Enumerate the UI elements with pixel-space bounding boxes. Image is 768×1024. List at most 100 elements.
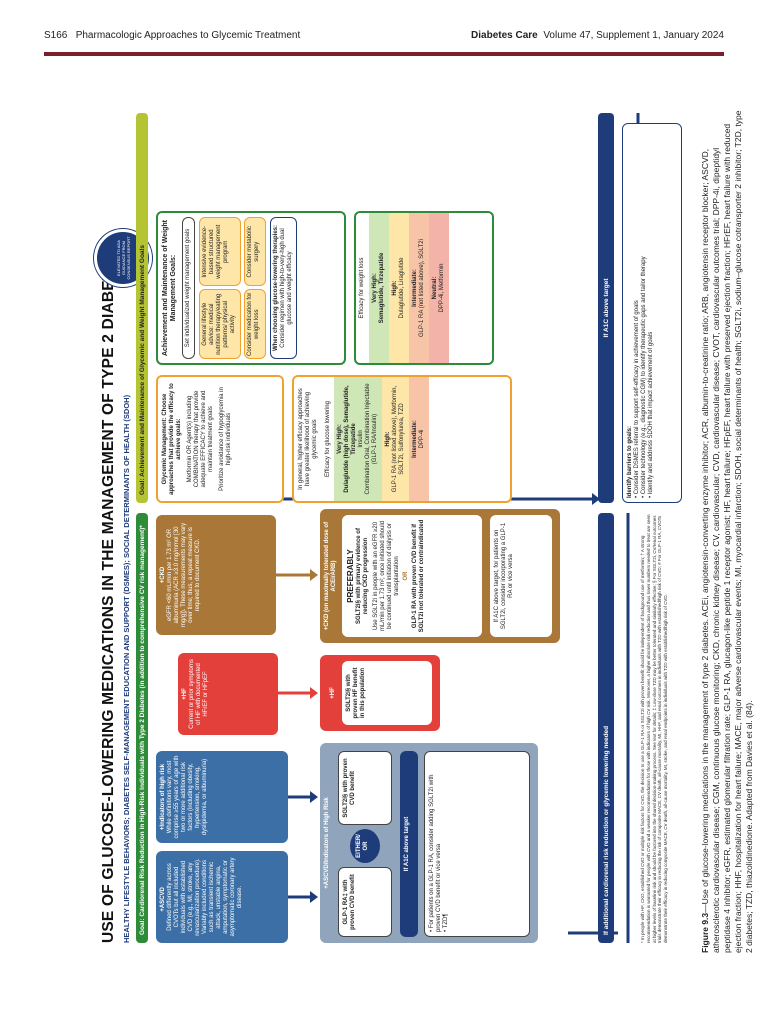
weight-very-high: Very High: Semaglutide, Tirzepatide — [369, 213, 389, 363]
weight-efficacy-box: Efficacy for weight loss Very High: Sema… — [354, 211, 494, 365]
ckd-a1c-box: If A1C above target, for patients on SGL… — [490, 515, 552, 637]
weight-very-high-label: Very High: — [372, 273, 378, 303]
ckd-text1: SGLT2i§ with primary evidence of reducin… — [356, 528, 369, 624]
ckd-text3: GLP-1 RA with proven CVD benefit if SGLT… — [412, 519, 425, 633]
glucose-high: High: GLP-1 RA (not listed above), Metfo… — [382, 377, 409, 501]
sglt2-cvd-text: SGLT2i§ with proven CVD benefit — [343, 758, 356, 818]
glp1-cvd-box: GLP-1 RA‡ with proven CVD benefit — [338, 867, 392, 937]
weight-intermediate-label: Intermediate: — [412, 269, 418, 307]
ascvd-option-1: • For patients on a GLP-1 RA, consider a… — [429, 774, 442, 932]
ascvd-option-2: • TZD¶ — [443, 913, 449, 932]
running-header: S166 Pharmacologic Approaches to Glycemi… — [44, 30, 724, 46]
weight-surgery: Consider metabolic surgery — [244, 217, 266, 287]
weight-very-high-text: Semaglutide, Tirzepatide — [379, 252, 385, 324]
weight-box: Achievement and Maintenance of Weight Ma… — [156, 211, 346, 365]
glucose-combo: Combination Oral, Combination Injectable… — [365, 383, 378, 495]
hf-panel-inner: SGLT2i§ with proven HF benefit in this p… — [342, 661, 432, 725]
weight-options-row-1: General lifestyle advice: medical nutrit… — [199, 217, 241, 359]
hf-panel: +HF SGLT2i§ with proven HF benefit in th… — [320, 655, 440, 731]
glucose-insulin: Insulin — [358, 430, 364, 448]
weight-choosing-title: When choosing glucose-lowering therapies… — [273, 225, 279, 352]
weight-neutral: Neutral: DPP-4i, Metformin — [429, 213, 449, 363]
weight-efficacy-heading: Efficacy for weight loss — [359, 257, 365, 319]
barrier-item-2-text: Consider technology (e.g., diagnostic CG… — [641, 256, 647, 495]
glycemic-note: Prioritize avoidance of hypoglycemia in … — [219, 387, 232, 491]
weight-choosing-text: Consider regimen with high-to-very-high … — [280, 228, 293, 348]
glycemic-title: Glycemic Management: Choose approaches t… — [162, 383, 182, 495]
weight-options-row-2: Consider medication for weight loss Cons… — [244, 217, 266, 359]
ascvd-options-box: • For patients on a GLP-1 RA, consider a… — [424, 751, 530, 937]
caption-text: —Use of glucose-lowering medications in … — [700, 110, 754, 953]
weight-goals: Set individualized weight management goa… — [182, 217, 195, 359]
weight-medication: Consider medication for weight loss — [244, 289, 266, 359]
weight-neutral-label: Neutral: — [432, 276, 438, 300]
barrier-item-1: • Consider DSMES referral to support sel… — [634, 300, 640, 498]
arrowhead-hf — [310, 687, 318, 699]
weight-title: Achievement and Maintenance of Weight Ma… — [162, 220, 177, 357]
diagram-footnote: * In people with HF, CKD, established CV… — [640, 514, 669, 943]
weight-lifestyle: General lifestyle advice: medical nutrit… — [199, 289, 241, 359]
glucose-efficacy-heading: Efficacy for glucose lowering — [325, 401, 331, 477]
weight-neutral-text: DPP-4i, Metformin — [439, 263, 445, 313]
page-ref: S166 — [44, 30, 68, 41]
glucose-intermediate-text: DPP-4i — [419, 429, 425, 449]
ckd-preferably: PREFERABLY — [346, 549, 355, 603]
header-rule — [44, 52, 724, 56]
ckd-text2: Use SGLT2i in people with an eGFR ≥20 mL… — [373, 520, 400, 632]
arrowhead-high-risk — [310, 791, 318, 803]
barrier-item-3: • Identify and address SDOH that impact … — [648, 331, 654, 498]
glucose-high-text: GLP-1 RA (not listed above), Metformin, … — [392, 385, 405, 493]
glucose-efficacy-box: In general, higher efficacy approaches h… — [292, 375, 512, 503]
glycemic-box: Glycemic Management: Choose approaches t… — [156, 375, 284, 503]
ckd-panel-title: +CKD (on maximally tolerated dose of ACE… — [324, 521, 337, 631]
barriers-box: Identify barriers to goals: • Consider D… — [622, 123, 682, 503]
barrier-item-2: • Consider technology (e.g., diagnostic … — [641, 256, 647, 498]
weight-high: High: Dulaglutide, Liraglutide — [389, 213, 409, 363]
weight-intensive: Intensive evidence-based structured weig… — [199, 217, 241, 287]
ascvd-panel: +ASCVD/Indicators of High Risk GLP-1 RA‡… — [320, 743, 538, 943]
ckd-panel-inner: PREFERABLY SGLT2i§ with primary evidence… — [342, 515, 482, 637]
a1c-target-bar: If A1C above target — [598, 113, 614, 503]
hf-panel-text: SGLT2i§ with proven HF benefit in this p… — [346, 667, 366, 719]
glucose-high-label: High: — [385, 431, 391, 447]
either-or-badge: EITHER/ OR — [350, 829, 380, 863]
barrier-item-1-text: Consider DSMES referral to support self-… — [634, 300, 640, 495]
weight-intermediate: Intermediate: GLP-1 RA (not listed above… — [409, 213, 429, 363]
header-right: Diabetes Care Volume 47, Supplement 1, J… — [471, 30, 724, 41]
ckd-or: OR — [403, 571, 409, 581]
ascvd-a1c-bar: If A1C above target — [400, 751, 418, 937]
header-left: S166 Pharmacologic Approaches to Glycemi… — [44, 30, 300, 41]
glucose-intermediate-label: Intermediate: — [412, 420, 418, 458]
glucose-very-high-label: Very High: — [337, 424, 343, 454]
weight-high-text: Dulaglutide, Liraglutide — [399, 257, 405, 319]
glp1-cvd-text: GLP-1 RA‡ with proven CVD benefit — [343, 874, 356, 930]
caption-label: Figure 9.3 — [700, 912, 710, 953]
a1c-target-text: If A1C above target — [602, 278, 610, 338]
arrowhead-ascvd — [310, 891, 318, 903]
ckd-panel: +CKD (on maximally tolerated dose of ACE… — [320, 509, 560, 643]
additional-reduction-bar: If additional cardiorenal risk reduction… — [598, 513, 614, 943]
journal-name: Diabetes Care — [471, 30, 538, 41]
algorithm-diagram: USE OF GLUCOSE-LOWERING MEDICATIONS IN T… — [94, 109, 690, 953]
weight-choosing-box: When choosing glucose-lowering therapies… — [270, 217, 297, 359]
section-title: Pharmacologic Approaches to Glycemic Tre… — [75, 30, 301, 41]
glycemic-text: Metformin OR Agent(s) including COMBINAT… — [187, 390, 214, 488]
weight-intermediate-text: GLP-1 RA (not listed above), SGLT2i — [419, 239, 425, 337]
arrowhead-glycemic — [592, 493, 600, 505]
weight-high-label: High: — [392, 280, 398, 296]
ckd-a1c-text: If A1C above target, for patients on SGL… — [494, 522, 514, 630]
sglt2-cvd-box: SGLT2i§ with proven CVD benefit — [338, 751, 392, 825]
glucose-very-high-text: Dulaglutide (high dose), Semaglutide, Ti… — [344, 385, 357, 493]
ascvd-option-2-text: TZD¶ — [443, 913, 449, 929]
barrier-item-3-text: Identify and address SDOH that impact ac… — [648, 331, 654, 495]
issue-info: Volume 47, Supplement 1, January 2024 — [543, 30, 724, 41]
arrowhead-ckd — [310, 569, 318, 581]
glucose-very-high: Very High: Dulaglutide (high dose), Sema… — [334, 377, 382, 501]
glucose-intermediate: Intermediate: DPP-4i — [409, 377, 429, 501]
ascvd-a1c-text: If A1C above target — [404, 816, 410, 872]
ascvd-panel-title: +ASCVD/Indicators of High Risk — [324, 797, 330, 889]
either-or-text: EITHER/ OR — [356, 834, 369, 858]
glucose-efficacy-intro: In general, higher efficacy approaches h… — [298, 388, 318, 490]
additional-reduction-text: If additional cardiorenal risk reduction… — [602, 725, 610, 935]
figure-caption: Figure 9.3—Use of glucose-lowering medic… — [700, 109, 768, 953]
